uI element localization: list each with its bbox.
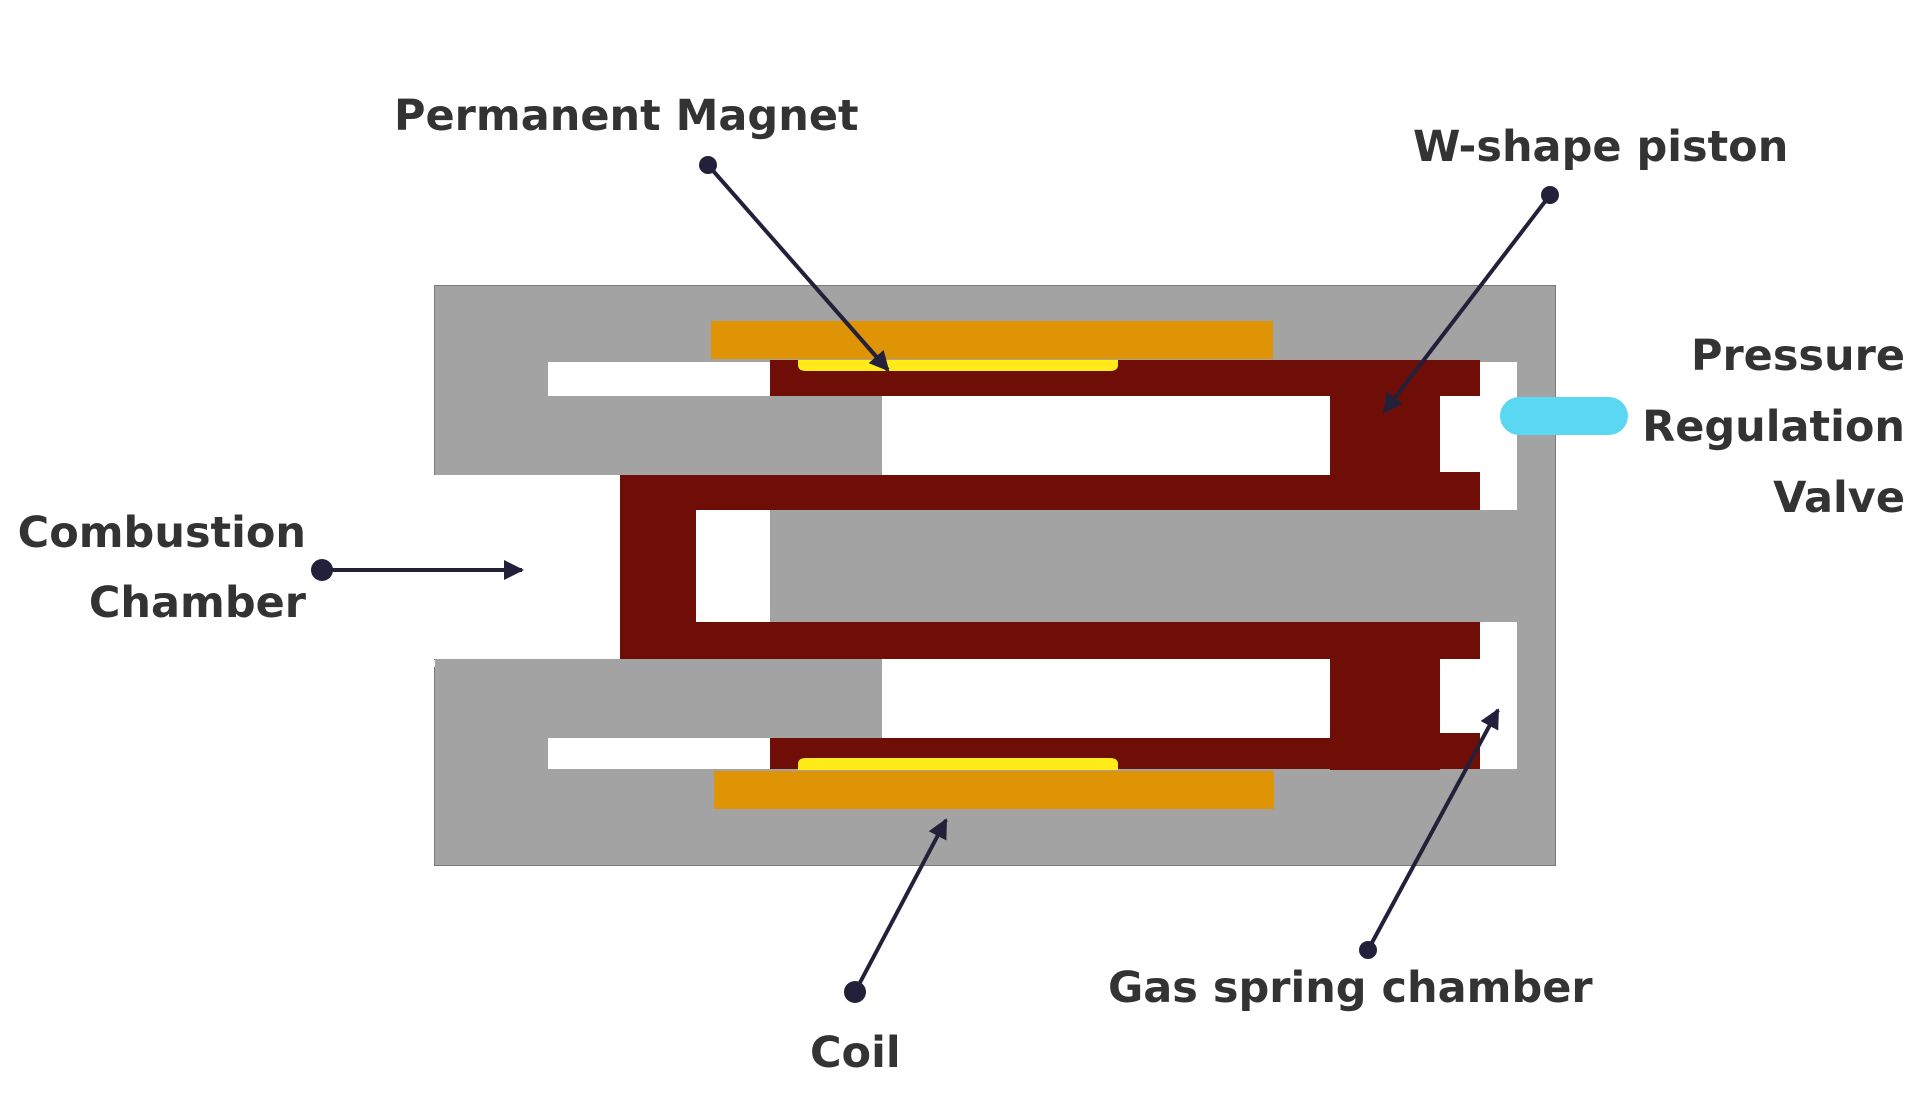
- label-gas-spring-chamber: Gas spring chamber: [1108, 963, 1593, 1013]
- coil-top: [711, 321, 1273, 359]
- leader-lines: [322, 163, 1552, 993]
- label-permanent-magnet: Permanent Magnet: [394, 91, 859, 141]
- coil: [711, 321, 1274, 809]
- magnet-bottom: [798, 758, 1118, 770]
- magnet-top: [798, 360, 1118, 371]
- cavities: [0, 362, 1517, 769]
- label-combustion-line2: Chamber: [88, 578, 306, 628]
- w-shape-piston: [620, 360, 1480, 770]
- leader-gas-spring-chamber: [1366, 708, 1500, 951]
- label-pressure-line1: Pressure: [1690, 331, 1905, 381]
- coil-bottom: [714, 771, 1274, 809]
- leader-w-shape-piston: [1382, 193, 1552, 414]
- leader-coil: [853, 818, 948, 993]
- label-pressure-line2: Regulation: [1642, 402, 1905, 452]
- label-pressure-line3: Valve: [1773, 473, 1905, 523]
- leader-dots: [311, 156, 1559, 1003]
- label-coil: Coil: [810, 1028, 901, 1078]
- label-w-shape-piston: W-shape piston: [1413, 122, 1789, 172]
- leader-permanent-magnet: [706, 163, 890, 372]
- housing-pieces: [435, 286, 1555, 865]
- label-combustion-line1: Combustion: [17, 508, 306, 558]
- pressure-regulation-valve: [1500, 397, 1628, 435]
